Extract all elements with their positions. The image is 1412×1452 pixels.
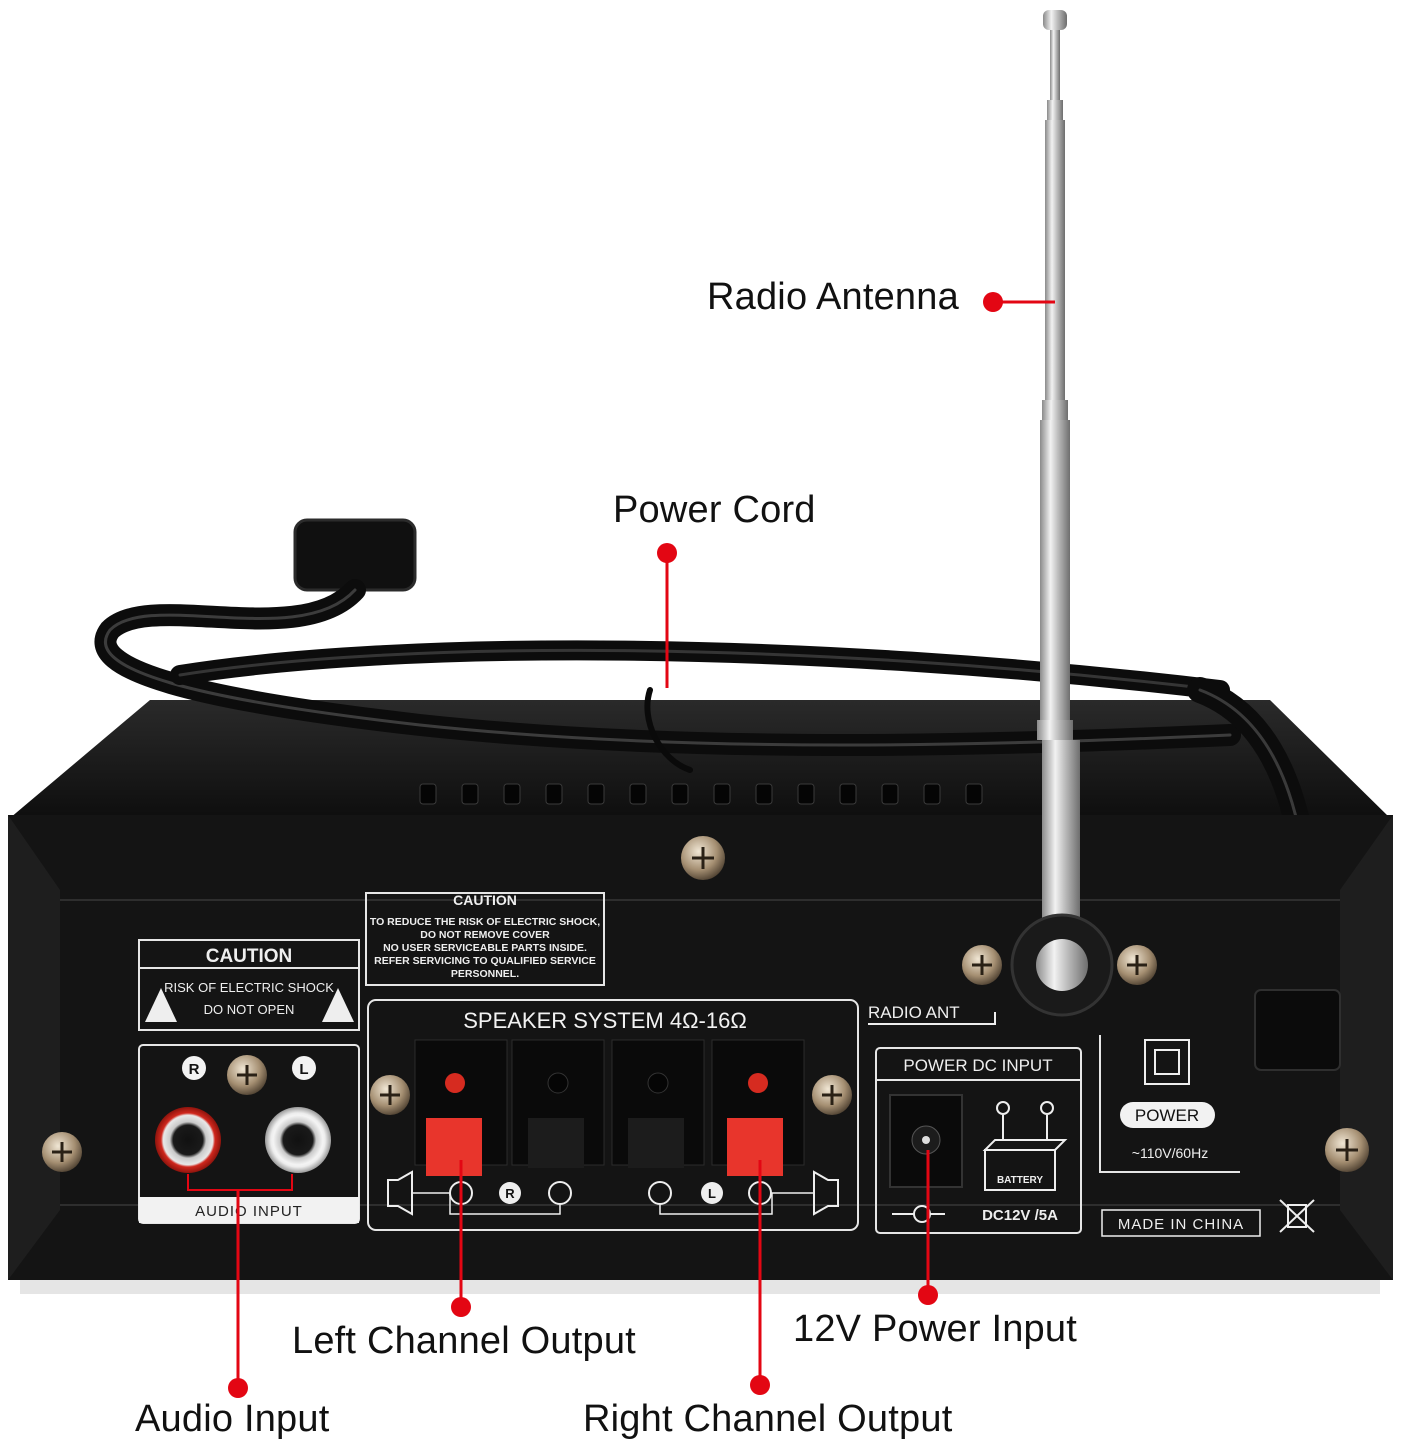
caution-left-line-1: RISK OF ELECTRIC SHOCK bbox=[164, 980, 334, 995]
radio-antenna-label: Radio Antenna bbox=[707, 276, 959, 318]
warning-triangle-icon bbox=[145, 988, 177, 1022]
speaker-terminal-panel: SPEAKER SYSTEM 4Ω-16Ω R L bbox=[367, 999, 859, 1231]
terminal-2 bbox=[511, 1039, 605, 1168]
terminal-3 bbox=[611, 1039, 705, 1168]
audio-input-label: AUDIO INPUT bbox=[195, 1203, 303, 1220]
leader-lines bbox=[236, 300, 1055, 1390]
power-input-marker bbox=[918, 1285, 938, 1305]
power-input-label: 12V Power Input bbox=[793, 1308, 1077, 1350]
terminal-4 bbox=[711, 1039, 805, 1176]
spk-l-label: L bbox=[708, 1186, 716, 1201]
power-cord-label: Power Cord bbox=[613, 489, 816, 531]
made-in-label: MADE IN CHINA bbox=[1118, 1216, 1244, 1233]
battery-icon bbox=[982, 1101, 1068, 1191]
caution-top-title: CAUTION bbox=[453, 892, 517, 908]
speaker-system-label: SPEAKER SYSTEM 4Ω-16Ω bbox=[463, 1008, 747, 1033]
warning-triangle-icon-right bbox=[322, 988, 354, 1022]
power-cord bbox=[94, 518, 1325, 1043]
spk-r-label: R bbox=[505, 1186, 515, 1201]
rca-jack-left bbox=[265, 1107, 331, 1173]
caution-top-line-5: PERSONNEL. bbox=[451, 968, 519, 980]
radio-antenna bbox=[1010, 10, 1114, 1017]
speaker-icon-left bbox=[387, 1170, 413, 1216]
radio-antenna-marker bbox=[983, 292, 1003, 312]
right-channel-output-label: Right Channel Output bbox=[583, 1398, 953, 1440]
audio-input-panel: AUDIO INPUT R L bbox=[138, 1044, 360, 1224]
ac-rating-label: ~110V/60Hz bbox=[1132, 1145, 1208, 1161]
speaker-icon-right bbox=[813, 1170, 839, 1216]
caution-left-box: CAUTION RISK OF ELECTRIC SHOCK DO NOT OP… bbox=[138, 939, 360, 1031]
left-channel-marker bbox=[451, 1297, 471, 1317]
chassis-top bbox=[10, 700, 1390, 818]
rca-l-label: L bbox=[299, 1061, 308, 1078]
caution-top-line-4: REFER SERVICING TO QUALIFIED SERVICE bbox=[374, 955, 596, 967]
dc-rating-label: DC12V /5A bbox=[982, 1207, 1058, 1224]
audio-input-marker bbox=[228, 1378, 248, 1398]
radio-ant-label: RADIO ANT bbox=[868, 1003, 960, 1022]
caution-left-line-2: DO NOT OPEN bbox=[204, 1002, 295, 1017]
audio-input-callout: Audio Input bbox=[135, 1398, 330, 1440]
dc-polarity-icon bbox=[892, 1205, 945, 1223]
power-dc-input-label: POWER DC INPUT bbox=[903, 1056, 1052, 1075]
rca-r-label: R bbox=[189, 1061, 200, 1078]
power-dc-input-panel: POWER DC INPUT BATTERY DC12V /5A bbox=[875, 1047, 1082, 1234]
caution-top-box: CAUTION TO REDUCE THE RISK OF ELECTRIC S… bbox=[365, 892, 605, 986]
vent-slots bbox=[419, 783, 983, 805]
power-cord-marker bbox=[657, 543, 677, 563]
terminal-1 bbox=[414, 1039, 508, 1176]
battery-label: BATTERY bbox=[997, 1175, 1043, 1186]
caution-top-line-1: TO REDUCE THE RISK OF ELECTRIC SHOCK, bbox=[370, 916, 600, 928]
left-channel-output-label: Left Channel Output bbox=[292, 1320, 636, 1362]
caution-left-title: CAUTION bbox=[206, 946, 293, 967]
right-channel-marker bbox=[750, 1375, 770, 1395]
caution-top-line-2: DO NOT REMOVE COVER bbox=[420, 929, 550, 941]
power-ac-panel: POWER ~110V/60Hz MADE IN CHINA bbox=[1099, 989, 1341, 1237]
screws bbox=[42, 836, 1369, 1172]
double-insulation-icon bbox=[1144, 1039, 1190, 1085]
caution-top-line-3: NO USER SERVICEABLE PARTS INSIDE. bbox=[383, 942, 587, 954]
power-label: POWER bbox=[1135, 1106, 1199, 1125]
radio-ant-label-group: RADIO ANT bbox=[868, 1003, 996, 1025]
weee-bin-icon bbox=[1279, 1199, 1315, 1233]
rca-jack-right bbox=[155, 1107, 221, 1173]
